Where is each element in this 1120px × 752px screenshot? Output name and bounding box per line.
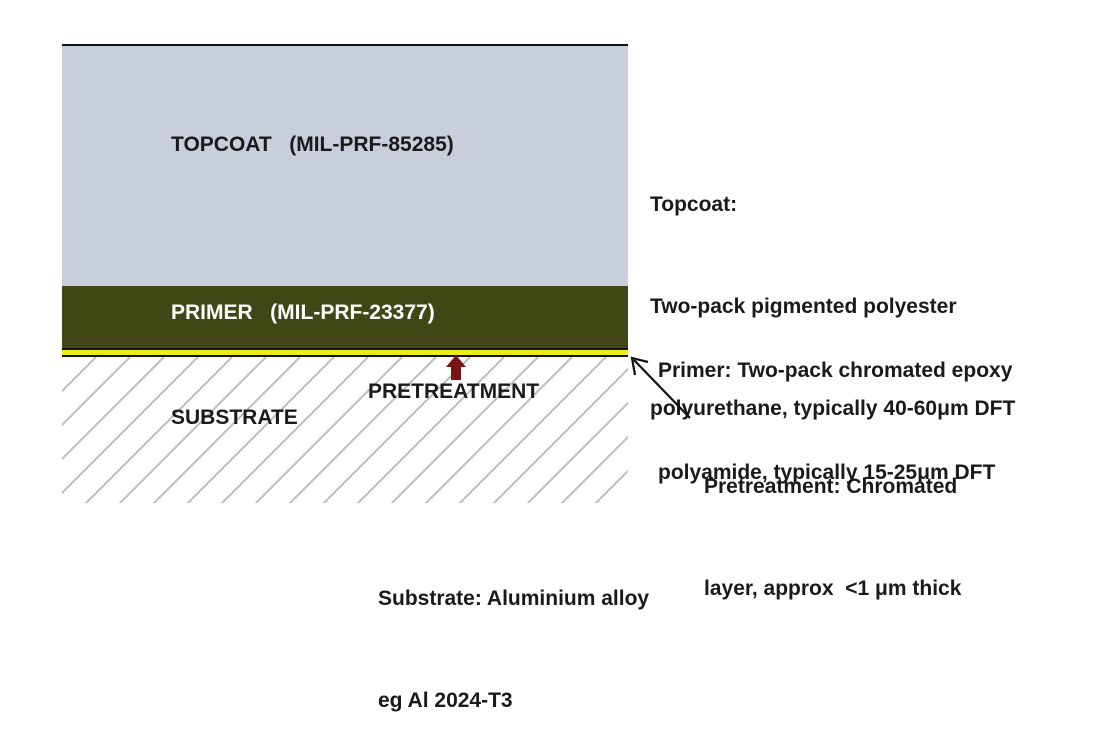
- pointer-arrowhead: [630, 356, 649, 376]
- topcoat-layer: [62, 44, 628, 288]
- topcoat-note-line3: polyurethane, typically 40-60μm DFT: [650, 397, 1016, 420]
- hatch-line: [594, 469, 628, 503]
- annotation-overlay: [446, 355, 691, 419]
- hatch-line: [254, 357, 403, 503]
- hatch-line: [356, 357, 505, 503]
- hatch-line: [62, 357, 165, 461]
- hatch-line: [62, 357, 97, 393]
- pretreatment-note-line2: layer, approx <1 μm thick: [704, 577, 962, 600]
- hatch-line: [186, 357, 335, 503]
- primer-note-line1: Primer: Two-pack chromated epoxy: [658, 359, 1013, 382]
- hatch-line: [62, 357, 131, 427]
- substrate-note-line2: eg Al 2024-T3: [378, 689, 513, 712]
- primer-label: PRIMER (MIL-PRF-23377): [171, 301, 435, 324]
- pretreatment-layer: [62, 350, 628, 357]
- topcoat-note-line1: Topcoat:: [650, 193, 738, 216]
- substrate-hatch: [62, 357, 628, 503]
- substrate-label: SUBSTRATE: [171, 406, 298, 429]
- hatch-line: [560, 435, 628, 503]
- primer-note: Primer: Two-pack chromated epoxy polyami…: [658, 286, 1012, 524]
- topcoat-label: TOPCOAT (MIL-PRF-85285): [171, 133, 454, 156]
- hatch-line: [492, 367, 628, 503]
- topcoat-note-line2: Two-pack pigmented polyester: [650, 295, 957, 318]
- hatch-line: [84, 357, 233, 503]
- hatch-line: [62, 357, 199, 495]
- primer-note-line2: polyamide, typically 15-25μm DFT: [658, 461, 996, 484]
- pretreatment-note: Pretreatment: Chromated layer, approx <1…: [704, 402, 961, 640]
- pretreatment-note-line1: Pretreatment: Chromated: [704, 475, 958, 498]
- hatch-line: [118, 357, 267, 503]
- hatch-line: [152, 357, 301, 503]
- hatch-line: [390, 357, 539, 503]
- pretreatment-label: PRETREATMENT: [368, 380, 540, 403]
- substrate-note-line1: Substrate: Aluminium alloy: [378, 587, 650, 610]
- hatch-line: [526, 401, 628, 503]
- pretreatment-marker-arrow: [446, 355, 466, 380]
- hatch-line: [458, 357, 607, 503]
- primer-layer: [62, 286, 628, 350]
- hatch-line: [322, 357, 471, 503]
- hatch-line: [220, 357, 369, 503]
- topcoat-note: Topcoat: Two-pack pigmented polyester po…: [650, 120, 1015, 460]
- hatch-line: [424, 357, 573, 503]
- hatch-line: [288, 357, 437, 503]
- pointer-line: [633, 359, 691, 419]
